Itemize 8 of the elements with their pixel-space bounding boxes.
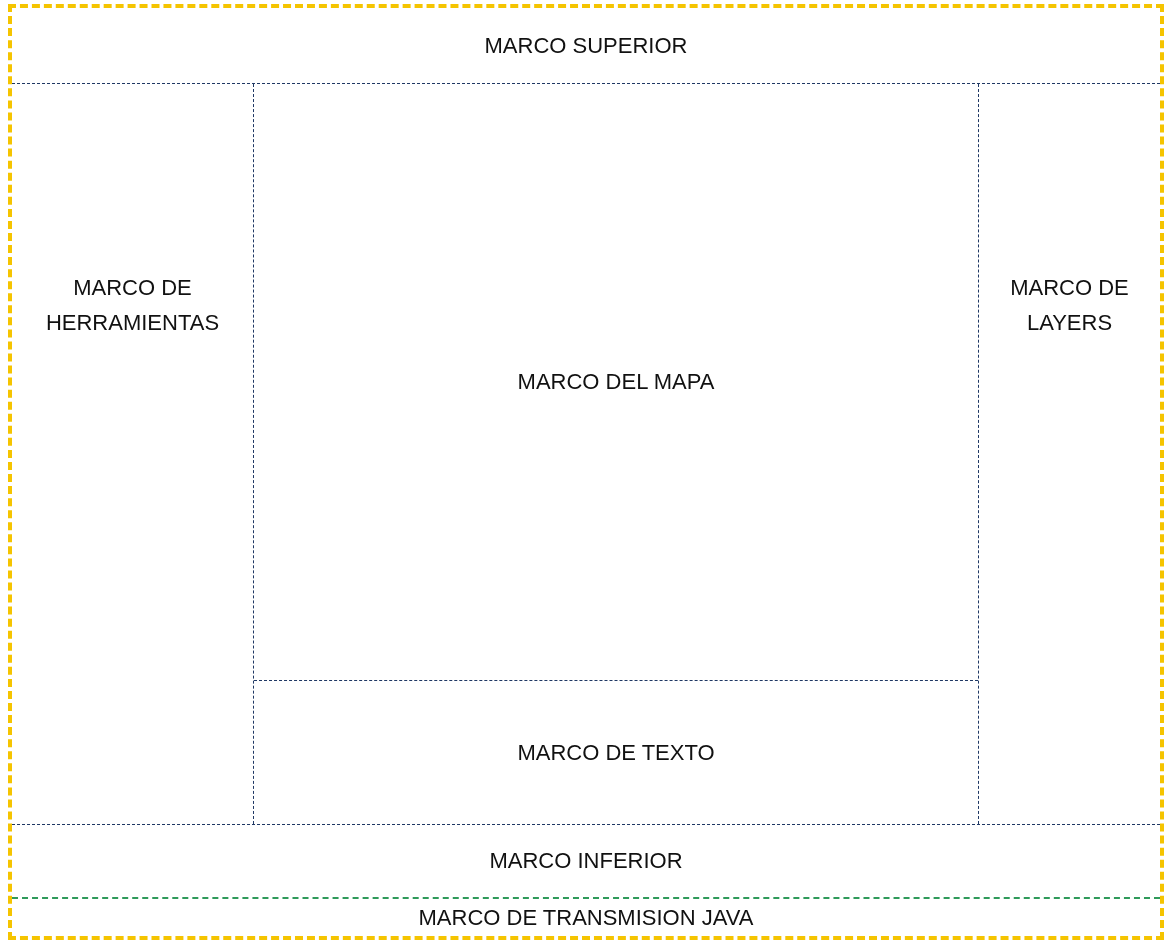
frame-label: MARCO INFERIOR [489, 847, 683, 876]
frame-label: MARCO SUPERIOR [484, 31, 688, 60]
frame-label: MARCO DE TRANSMISION JAVA [418, 903, 754, 932]
frame-label: MARCO DE HERRAMIENTAS [44, 274, 221, 338]
frame-label: MARCO DE LAYERS [1009, 274, 1130, 338]
page-frame [8, 4, 1164, 940]
frame-label: MARCO DEL MAPA [517, 368, 715, 397]
frame-label: MARCO DE TEXTO [517, 738, 715, 767]
